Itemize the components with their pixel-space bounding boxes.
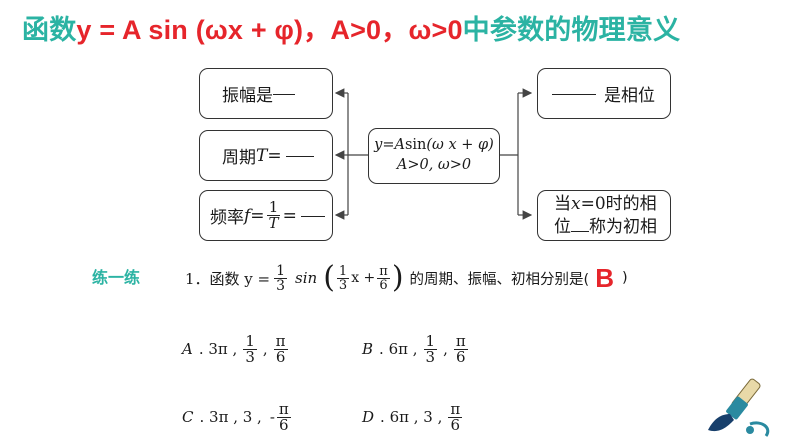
- question-text: 的周期、振幅、初相分别是(: [409, 271, 590, 288]
- fraction-numerator: π: [276, 399, 291, 418]
- right-paren: ): [391, 260, 404, 295]
- phase-box: 是相位: [537, 68, 671, 119]
- fraction-numerator: π: [377, 263, 390, 279]
- fraction-denominator: 6: [450, 415, 461, 434]
- initial-phase-line-1: 当x=0时的相: [554, 193, 657, 215]
- fraction-denominator: 3: [245, 347, 255, 366]
- answer-blank: [571, 230, 589, 232]
- fraction-denominator: 6: [279, 415, 289, 434]
- formula-lhs: y=A: [374, 137, 405, 154]
- period-equals: =: [267, 145, 282, 166]
- sine-function: sin: [295, 269, 318, 287]
- formula-line-1: y=Asin(ω x + φ): [374, 136, 494, 156]
- amplitude-box: 振幅是: [199, 68, 333, 119]
- frequency-variable: f: [244, 205, 251, 226]
- title-prefix: 函数: [22, 15, 77, 45]
- formula-argument: (ω x + φ): [426, 137, 494, 154]
- fraction-numerator: 1: [423, 331, 438, 350]
- initial-phase-label: 称为初相: [589, 216, 657, 237]
- page-title: 函数y = A sin (ωx + φ)，A>0，ω>0中参数的物理意义: [22, 8, 680, 47]
- fraction-numerator: 1: [336, 263, 350, 279]
- fraction-numerator: 1: [266, 198, 281, 216]
- formula-function: sin: [404, 137, 427, 154]
- formula-box: y=Asin(ω x + φ) A>0, ω>0: [368, 128, 500, 184]
- option-sign: -: [269, 408, 275, 426]
- answer-mark: B: [595, 262, 614, 293]
- frequency-label: 频率: [210, 208, 244, 228]
- exercise-label: 练一练: [92, 268, 141, 287]
- option-letter: B: [362, 340, 374, 358]
- option-letter: A: [182, 340, 193, 358]
- initial-phase-condition: =0时的相: [580, 194, 657, 215]
- fraction-denominator: 3: [425, 347, 436, 366]
- answer-blank: [552, 93, 596, 95]
- answer-blank: [285, 155, 314, 157]
- frequency-equals: =: [250, 205, 265, 226]
- phase-label: 是相位: [604, 86, 655, 106]
- fraction-numerator: π: [448, 399, 463, 418]
- fraction-numerator: 1: [243, 331, 257, 350]
- fraction-numerator: π: [273, 331, 288, 350]
- initial-phase-when: 当: [554, 194, 571, 215]
- fraction-denominator: 3: [276, 277, 286, 294]
- left-paren: (: [323, 260, 335, 295]
- inner-variable: x +: [351, 270, 376, 286]
- option-value-1: . 6π ,: [379, 340, 418, 358]
- initial-phase-variable: x: [571, 194, 581, 215]
- question-close: ): [621, 270, 628, 286]
- answer-blank: [273, 93, 295, 95]
- option-value-1: . 3π ,: [198, 340, 238, 358]
- frequency-equals-2: =: [282, 205, 297, 226]
- option-letter: C: [182, 408, 194, 426]
- initial-phase-word: 位: [554, 216, 571, 237]
- initial-phase-box: 当x=0时的相 位称为初相: [537, 190, 671, 241]
- option-value-1: . 6π , 3 ,: [380, 408, 443, 426]
- option-value-1: . 3π , 3 ,: [199, 408, 262, 426]
- option-separator: ,: [262, 340, 268, 358]
- fraction-numerator: π: [453, 331, 468, 350]
- amplitude-label: 振幅是: [222, 86, 273, 106]
- fraction-denominator: 6: [456, 347, 466, 366]
- fraction-denominator: T: [268, 214, 279, 232]
- title-formula: y = A sin (ωx + φ)，A>0，ω>0: [76, 15, 463, 45]
- fraction-denominator: 6: [275, 347, 286, 366]
- option-separator: ,: [443, 340, 448, 358]
- question-number: 1．函数 y =: [185, 269, 271, 288]
- paintbrush-icon: [708, 378, 770, 437]
- fraction-denominator: 6: [379, 277, 388, 293]
- initial-phase-line-2: 位称为初相: [554, 216, 657, 238]
- fraction-denominator: 3: [338, 277, 348, 293]
- title-suffix: 中参数的物理意义: [462, 15, 681, 45]
- formula-line-2: A>0, ω>0: [396, 157, 472, 173]
- option-letter: D: [362, 408, 375, 426]
- answer-blank: [300, 215, 325, 217]
- period-variable: T: [256, 145, 268, 166]
- fraction-numerator: 1: [274, 262, 288, 279]
- period-label: 周期: [222, 148, 256, 168]
